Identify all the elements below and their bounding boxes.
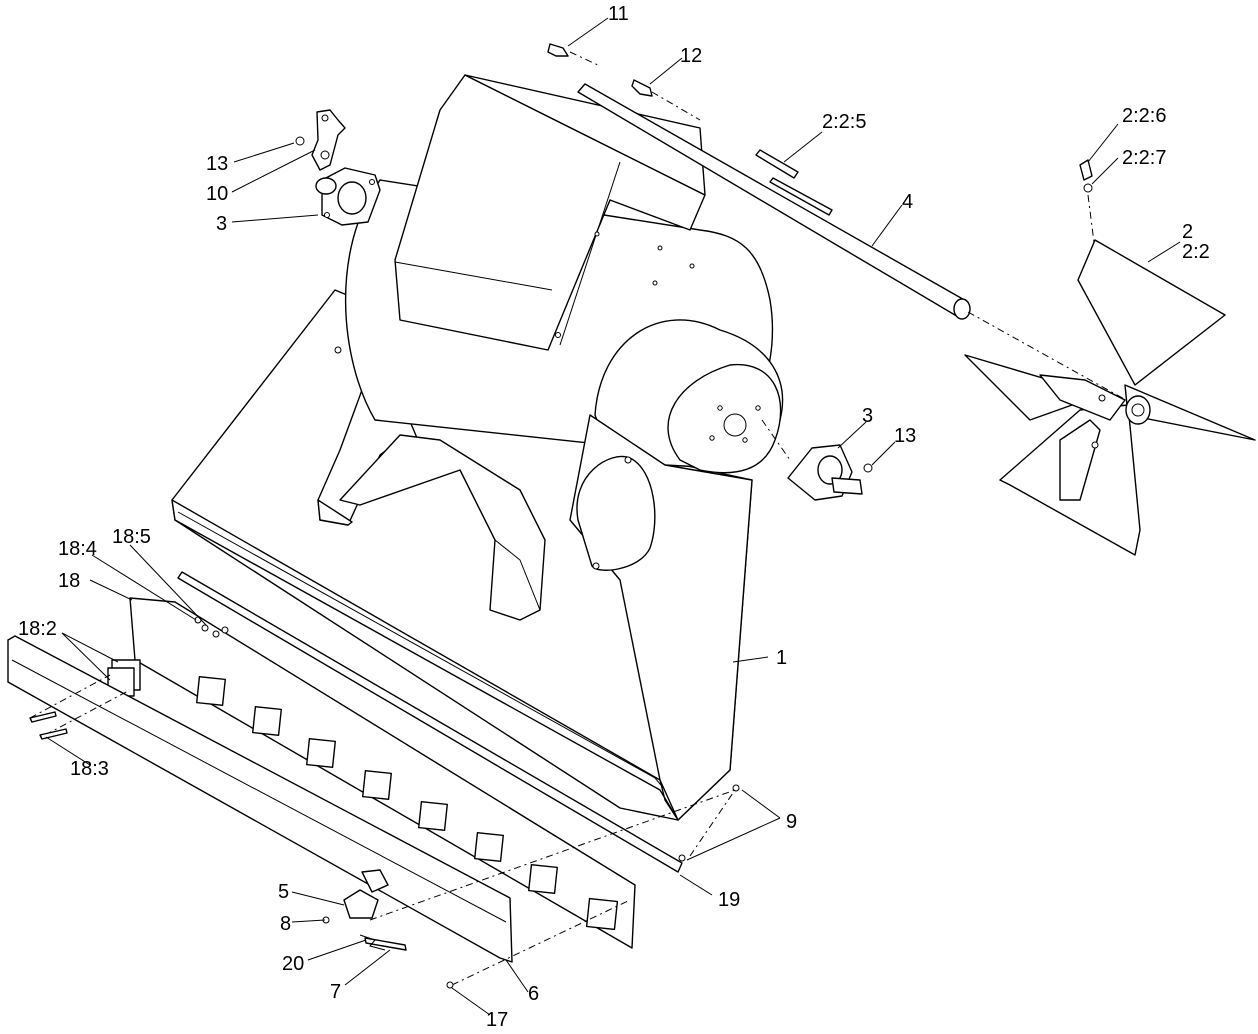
callout-1: 1 [776,647,787,669]
callout-7: 7 [330,981,341,1003]
callout-2-2-6: 2:2:6 [1122,105,1166,127]
callout-13-left: 13 [206,153,228,175]
callout-labels: 11 12 2:2:5 2:2:6 2:2:7 2 2:2 4 13 10 3 … [18,3,1210,1031]
impeller-part-2 [964,239,1256,556]
cutting-edge-assembly [7,571,740,989]
callout-11: 11 [608,3,629,25]
callout-17: 17 [486,1009,508,1031]
shaft-and-fasteners [547,43,1136,501]
housing-part-1 [171,74,784,821]
callout-2-2: 2:2 [1182,241,1210,263]
callout-18-2: 18:2 [18,618,57,640]
callout-18: 18 [58,570,80,592]
callout-12: 12 [680,45,702,67]
callout-3-left: 3 [216,213,227,235]
callout-18-4: 18:4 [58,538,97,560]
callout-10: 10 [206,183,228,205]
callout-19: 19 [718,889,740,911]
callout-20: 20 [282,953,304,975]
callout-3-right: 3 [862,405,873,427]
callout-18-5: 18:5 [112,526,151,548]
callout-2-2-5: 2:2:5 [822,111,866,133]
callout-18-3: 18:3 [70,758,109,780]
callout-2-2-7: 2:2:7 [1122,147,1166,169]
callout-6: 6 [528,983,539,1005]
callout-13-right: 13 [894,425,916,447]
callout-5: 5 [278,881,289,903]
callout-4: 4 [902,191,913,213]
callout-2: 2 [1182,221,1193,243]
callout-9: 9 [786,811,797,833]
left-bearing-assembly [295,109,381,226]
callout-8: 8 [280,913,291,935]
leader-lines [45,17,1181,1016]
